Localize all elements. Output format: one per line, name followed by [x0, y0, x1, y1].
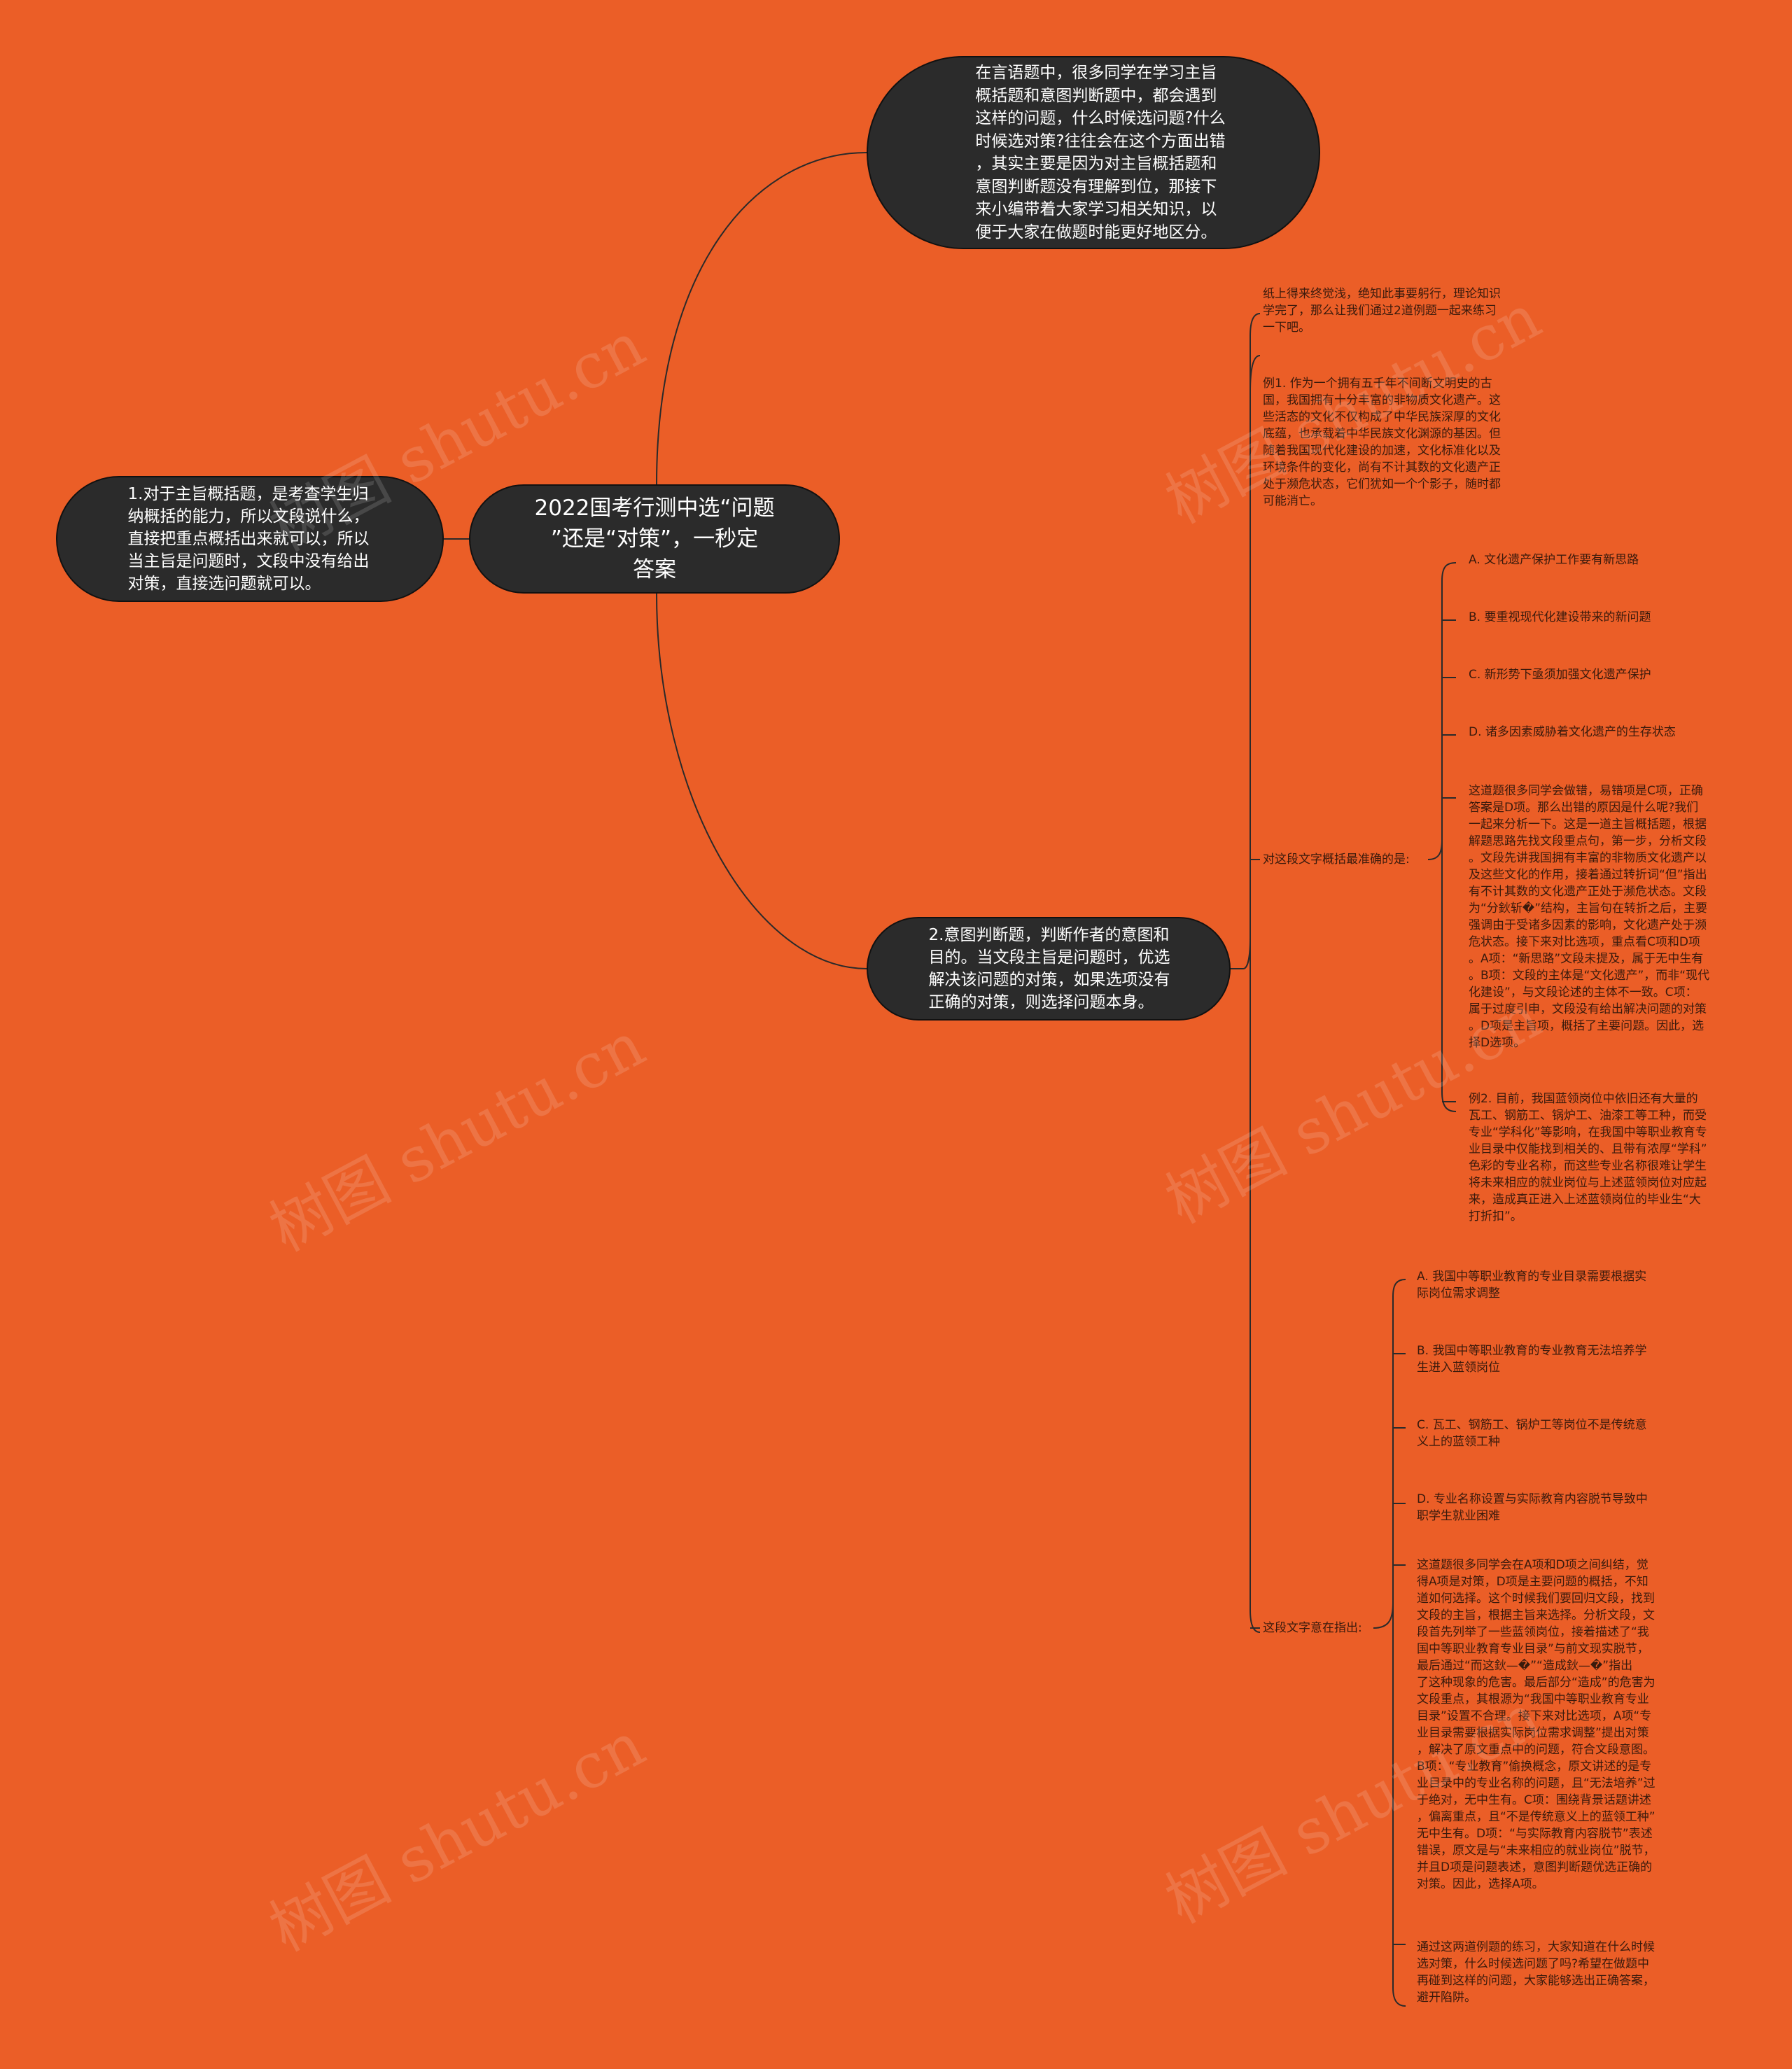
leaf-q1-option-d[interactable]: D. 诸多因素威胁着文化遗产的生存状态: [1469, 725, 1676, 739]
leaf-example2[interactable]: 例2. 目前，我国蓝领岗位中依旧还有大量的 瓦工、钢筋工、锅炉工、油漆工等工种，…: [1469, 1092, 1707, 1223]
link-q1-bracket: [1427, 562, 1457, 860]
link-q2-bracket-lower: [1392, 1603, 1406, 2007]
link-trunk-main: [1242, 313, 1261, 969]
leaf-conclusion[interactable]: 通过这两道例题的练习，大家知道在什么时候 选对策，什么时候选问题了吗?希望在做题…: [1417, 1940, 1655, 2005]
intent-node-label: 2.意图判断题，判断作者的意图和 目的。当文段主旨是问题时，优选 解决该问题的对…: [928, 926, 1170, 1011]
leaf-q2-analysis[interactable]: 这道题很多同学会在A项和D项之间纠结，觉 得A项是对策，D项是主要问题的概括，不…: [1417, 1558, 1656, 1891]
root-node-label: 2022国考行测中选“问题 ”还是“对策”，一秒定 答案: [534, 496, 775, 582]
intro-node-label: 在言语题中，很多同学在学习主旨 概括题和意图判断题中，都会遇到 这样的问题，什么…: [975, 64, 1226, 241]
main-idea-node[interactable]: 1.对于主旨概括题，是考查学生归 纳概括的能力，所以文段说什么， 直接把重点概括…: [56, 476, 444, 602]
leaf-q2-option-c[interactable]: C. 瓦工、钢筋工、锅炉工等岗位不是传统意 义上的蓝领工种: [1417, 1418, 1647, 1449]
root-node[interactable]: 2022国考行测中选“问题 ”还是“对策”，一秒定 答案: [469, 484, 840, 594]
link-trunk-intro: [1250, 355, 1261, 393]
leaf-q2-option-d[interactable]: D. 专业名称设置与实际教育内容脱节导致中 职学生就业困难: [1417, 1492, 1648, 1523]
leaf-q1-option-c[interactable]: C. 新形势下亟须加强文化遗产保护: [1469, 668, 1651, 682]
link-q1-bracket-lower: [1441, 840, 1457, 1112]
leaf-q1-option-a[interactable]: A. 文化遗产保护工作要有新思路: [1469, 553, 1639, 567]
leaf-q1-option-b[interactable]: B. 要重视现代化建设带来的新问题: [1469, 610, 1651, 624]
link-q2-bracket: [1373, 1279, 1406, 1629]
link-trunk-main-lower: [1250, 938, 1261, 1633]
link-root-top: [656, 152, 867, 485]
leaf-example1[interactable]: 例1. 作为一个拥有五千年不间断文明史的古 国，我国拥有十分丰富的非物质文化遗产…: [1263, 377, 1501, 508]
leaf-intro[interactable]: 纸上得来终觉浅，绝知此事要躬行，理论知识 学完了，那么让我们通过2道例题一起来练…: [1263, 287, 1501, 335]
link-root-bottom: [656, 593, 867, 969]
leaf-q2-option-b[interactable]: B. 我国中等职业教育的专业教育无法培养学 生进入蓝领岗位: [1417, 1344, 1647, 1375]
intent-node[interactable]: 2.意图判断题，判断作者的意图和 目的。当文段主旨是问题时，优选 解决该问题的对…: [867, 917, 1231, 1021]
leaf-q1-label[interactable]: 对这段文字概括最准确的是:: [1263, 853, 1410, 867]
intro-node[interactable]: 在言语题中，很多同学在学习主旨 概括题和意图判断题中，都会遇到 这样的问题，什么…: [867, 56, 1320, 249]
leaf-q2-label[interactable]: 这段文字意在指出:: [1263, 1621, 1362, 1635]
main-idea-node-label: 1.对于主旨概括题，是考查学生归 纳概括的能力，所以文段说什么， 直接把重点概括…: [127, 485, 370, 593]
leaf-q2-option-a[interactable]: A. 我国中等职业教育的专业目录需要根据实 际岗位需求调整: [1417, 1270, 1647, 1300]
leaf-q1-analysis[interactable]: 这道题很多同学会做错，易错项是C项，正确 答案是D项。那么出错的原因是什么呢?我…: [1469, 784, 1710, 1050]
